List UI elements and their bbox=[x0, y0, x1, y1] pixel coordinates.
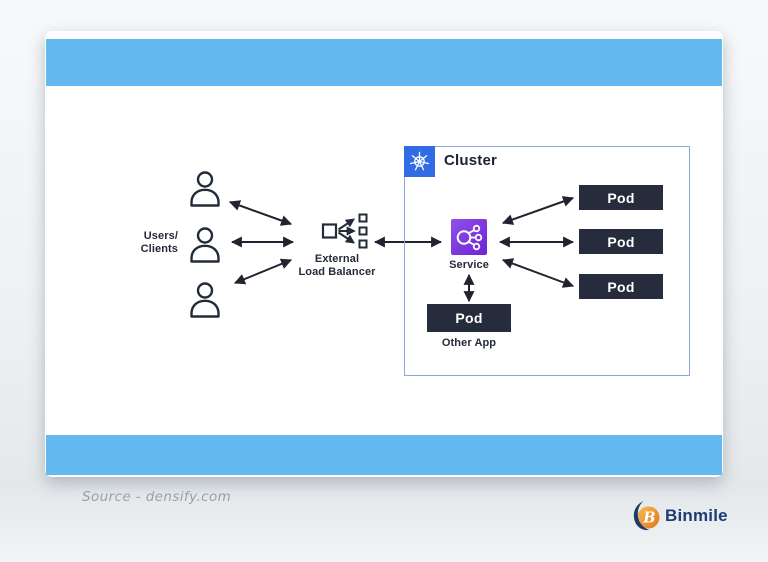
user-icon bbox=[190, 227, 220, 263]
load-balancer-icon bbox=[321, 213, 368, 249]
load-balancer-label: External Load Balancer bbox=[277, 253, 397, 279]
brand-logo: B Binmile bbox=[631, 500, 728, 531]
kubernetes-helm-icon bbox=[404, 146, 435, 177]
service-network-icon bbox=[451, 219, 487, 255]
binmile-logo-icon: B bbox=[633, 501, 660, 531]
lb-label-line1: External bbox=[314, 253, 360, 265]
user-icon bbox=[190, 171, 220, 207]
users-label-line2: Clients bbox=[140, 243, 178, 255]
users-label-line1: Users/ bbox=[143, 230, 178, 242]
other-app-label: Other App bbox=[441, 337, 497, 349]
users-clients-label: Users/ Clients bbox=[108, 230, 178, 256]
cluster-boundary bbox=[404, 146, 690, 376]
service-label: Service bbox=[449, 259, 489, 271]
user-icon bbox=[190, 282, 220, 318]
pod-box: Pod bbox=[579, 274, 663, 299]
pod-box: Pod bbox=[579, 185, 663, 210]
brand-name: Binmile bbox=[665, 505, 728, 525]
arrow-user1-lb bbox=[228, 200, 293, 226]
other-app-pod-box: Pod bbox=[427, 304, 511, 332]
pod-box: Pod bbox=[579, 229, 663, 254]
bottom-banner bbox=[46, 435, 722, 475]
slide-card: Users/ Clients External Load Balancer bbox=[45, 31, 723, 477]
source-attribution: Source - densify.com bbox=[82, 489, 232, 505]
cluster-label: Cluster bbox=[444, 152, 498, 169]
lb-label-line2: Load Balancer bbox=[298, 266, 376, 278]
brand-initial: B bbox=[642, 509, 655, 526]
top-banner bbox=[46, 39, 722, 86]
